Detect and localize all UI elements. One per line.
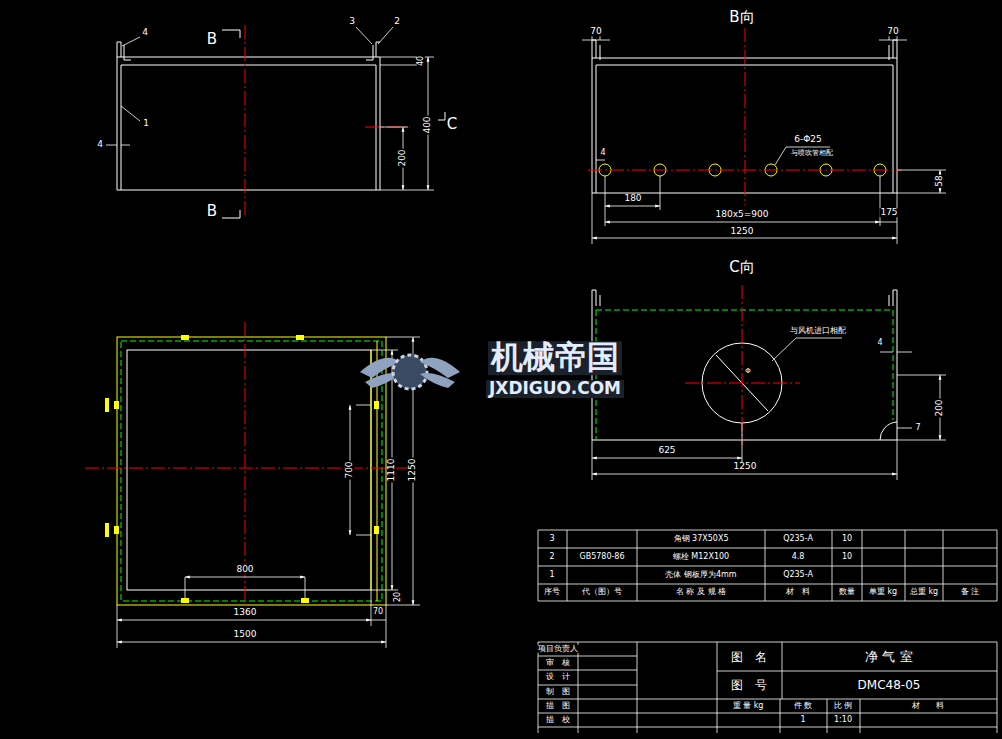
callout-number: 1 xyxy=(142,119,150,128)
title-block-cell: 1:10 xyxy=(833,716,853,724)
title-block-cell: 审 核 xyxy=(545,659,571,667)
dimension-text: 20 xyxy=(394,591,402,603)
dimension-text: 70 xyxy=(589,27,602,36)
section-letter: B xyxy=(206,32,218,48)
dimension-text: Φ xyxy=(744,368,752,375)
table-cell: 3 xyxy=(548,535,555,543)
title-block-cell: 描 校 xyxy=(545,716,571,724)
table-cell: 名 称 及 规 格 xyxy=(675,588,727,596)
table-cell: 螺栓 M12X100 xyxy=(672,553,730,561)
table-cell: 代（图）号 xyxy=(581,588,623,596)
note-text: 与喷吹管相配 xyxy=(790,150,834,157)
plan-inner xyxy=(127,350,371,590)
dimension-text: 70 xyxy=(886,27,899,36)
dimension-text: 400 xyxy=(423,115,432,134)
dimension-text: 180 xyxy=(623,194,642,203)
center-line xyxy=(85,322,410,615)
table-cell: 10 xyxy=(841,535,853,543)
drawing-number: DMC48-05 xyxy=(857,679,922,692)
table-cell: GB5780-86 xyxy=(578,553,625,561)
dimension-line xyxy=(582,30,946,244)
parts-table xyxy=(538,530,997,601)
dimension-text: 625 xyxy=(657,446,676,455)
table-cell: 数量 xyxy=(838,588,856,596)
dimension-line xyxy=(106,27,434,190)
table-cell: 1 xyxy=(548,571,555,579)
title-block-cell: 比 例 xyxy=(833,702,854,710)
title-block-cell: 制 图 xyxy=(545,688,571,696)
dimension-line xyxy=(117,337,420,648)
title-block-cell: 件 数 xyxy=(793,702,814,710)
watermark-logo xyxy=(360,355,460,389)
watermark: JXDIGUO.COM xyxy=(486,380,624,398)
table-cell: 备 注 xyxy=(960,588,981,596)
title-block-cell: 1 xyxy=(799,716,806,724)
center-line xyxy=(245,25,410,215)
dimension-text: 700 xyxy=(345,460,354,479)
table-cell: 角钢 37X50X5 xyxy=(673,535,730,543)
bolt-symbol xyxy=(105,335,379,603)
dimension-text: 180x5=900 xyxy=(715,210,770,219)
dimension-text: 4 xyxy=(876,339,883,347)
dimension-text: 7 xyxy=(914,424,921,432)
table-cell: 2 xyxy=(548,553,555,561)
title-block-cell: 描 图 xyxy=(545,702,571,710)
table-cell: 总重 kg xyxy=(909,588,939,596)
plan-outline xyxy=(117,337,386,605)
section-letter: B xyxy=(206,204,218,220)
dimension-text: 58 xyxy=(935,174,944,187)
dimension-text: 40 xyxy=(417,55,425,67)
center-line xyxy=(588,28,902,205)
title-block-cell: 设 计 xyxy=(545,673,571,681)
dimension-text: 800 xyxy=(235,565,254,574)
dimension-text: 1250 xyxy=(730,227,755,236)
center-line xyxy=(685,285,800,445)
section-mark xyxy=(222,30,445,218)
section-letter: C xyxy=(446,117,458,133)
table-cell: Q235-A xyxy=(782,571,814,579)
title-block-cell: 重 量 kg xyxy=(732,702,765,710)
view-label: C向 xyxy=(728,260,755,276)
front-view xyxy=(117,42,380,190)
c-view xyxy=(592,290,897,440)
table-cell: 单重 kg xyxy=(868,588,898,596)
table-cell: 壳体 钢板厚为4mm xyxy=(664,571,737,579)
dimension-text: 1500 xyxy=(233,630,258,639)
dimension-text: 6-Φ25 xyxy=(793,135,823,144)
drawing-name: 净 气 室 xyxy=(864,650,913,664)
table-cell: Q235-A xyxy=(782,535,814,543)
callout-number: 3 xyxy=(348,17,356,26)
callout-number: 2 xyxy=(393,17,401,26)
table-cell: 10 xyxy=(841,553,853,561)
hidden-line xyxy=(121,341,382,601)
callout-number: 4 xyxy=(141,28,149,37)
title-block-cell: 图 号 xyxy=(730,679,768,692)
table-cell: 序号 xyxy=(543,588,561,596)
dimension-text: 1250 xyxy=(733,462,758,471)
dimension-text: 1250 xyxy=(408,458,417,483)
note-text: 与风机进口相配 xyxy=(789,327,847,335)
dimension-text: 200 xyxy=(935,398,944,417)
title-block xyxy=(538,642,997,733)
view-label: B向 xyxy=(728,10,755,26)
title-block-cell: 图 名 xyxy=(730,651,768,664)
dimension-text: 175 xyxy=(879,208,898,217)
dimension-text: 200 xyxy=(398,148,407,167)
watermark: 机械帝国 xyxy=(488,341,622,375)
title-block-cell: 材 料 xyxy=(911,702,945,710)
dimension-line xyxy=(592,338,946,480)
dimension-text: 4 xyxy=(599,149,606,157)
table-cell: 材 料 xyxy=(785,588,811,596)
dimension-text: 1360 xyxy=(233,608,258,617)
title-block-cell: 项目负责人 xyxy=(537,645,579,653)
dimension-text: 70 xyxy=(372,608,384,616)
dimension-text: 1110 xyxy=(387,458,396,483)
dimension-text: 4 xyxy=(96,140,104,149)
table-cell: 4.8 xyxy=(791,553,806,561)
hidden-line xyxy=(596,310,893,440)
